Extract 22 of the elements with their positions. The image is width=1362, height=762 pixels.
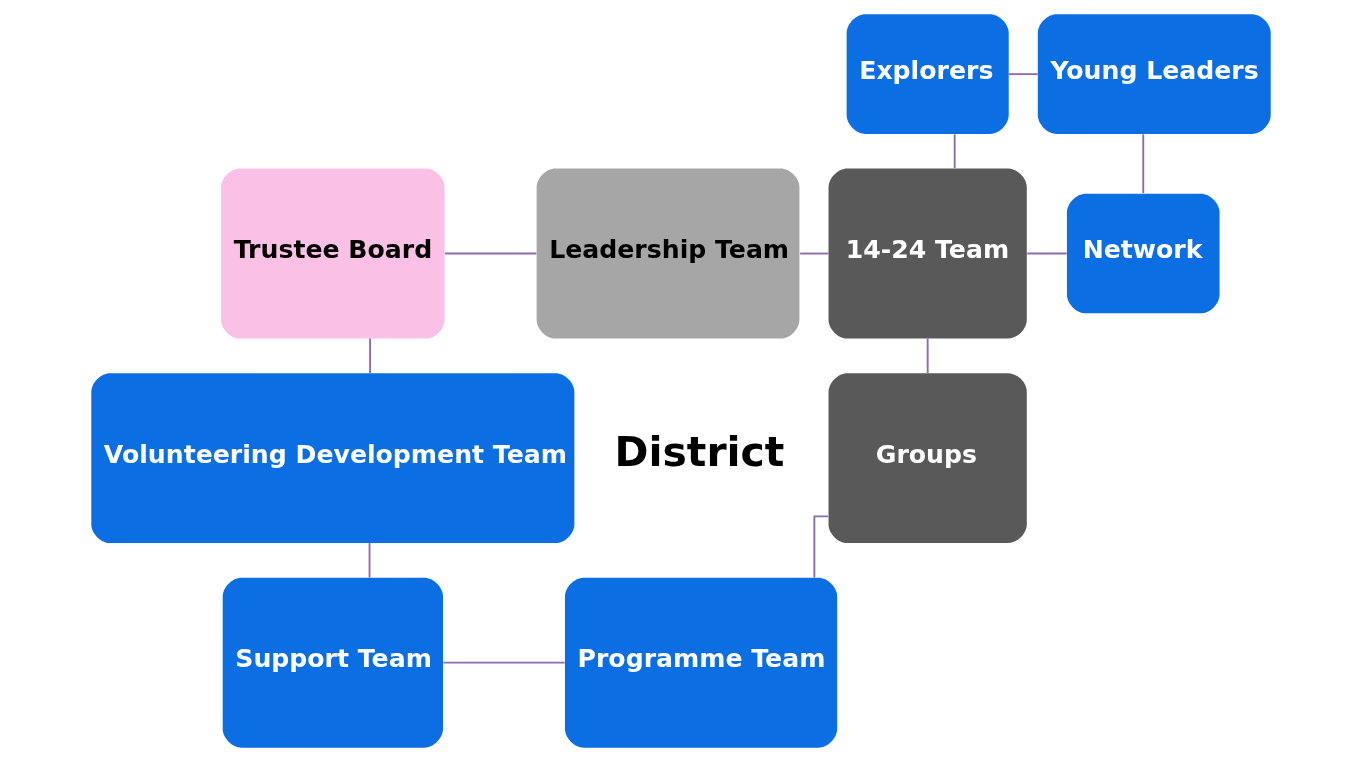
node-box: Young Leaders: [1037, 14, 1271, 134]
node-box: Volunteering Development Team: [91, 373, 575, 544]
connector: [368, 542, 371, 579]
node-box: Groups: [828, 373, 1027, 544]
connector: [1026, 252, 1068, 255]
connector: [799, 252, 830, 255]
node-box: 14-24 Team: [828, 168, 1027, 339]
node-box: Trustee Board: [221, 168, 445, 339]
connector: [813, 515, 830, 579]
connector: [1142, 133, 1145, 195]
label: District: [614, 428, 785, 477]
connector: [1007, 73, 1039, 76]
connector: [369, 337, 372, 374]
node-box: Network: [1066, 193, 1220, 314]
node-box: Leadership Team: [536, 168, 800, 339]
node-box: Support Team: [222, 577, 443, 748]
node-box: Programme Team: [564, 577, 838, 748]
connector: [926, 337, 929, 374]
connector: [953, 133, 956, 169]
connector: [442, 661, 566, 664]
connector: [443, 252, 538, 255]
node-box: Explorers: [846, 14, 1009, 134]
